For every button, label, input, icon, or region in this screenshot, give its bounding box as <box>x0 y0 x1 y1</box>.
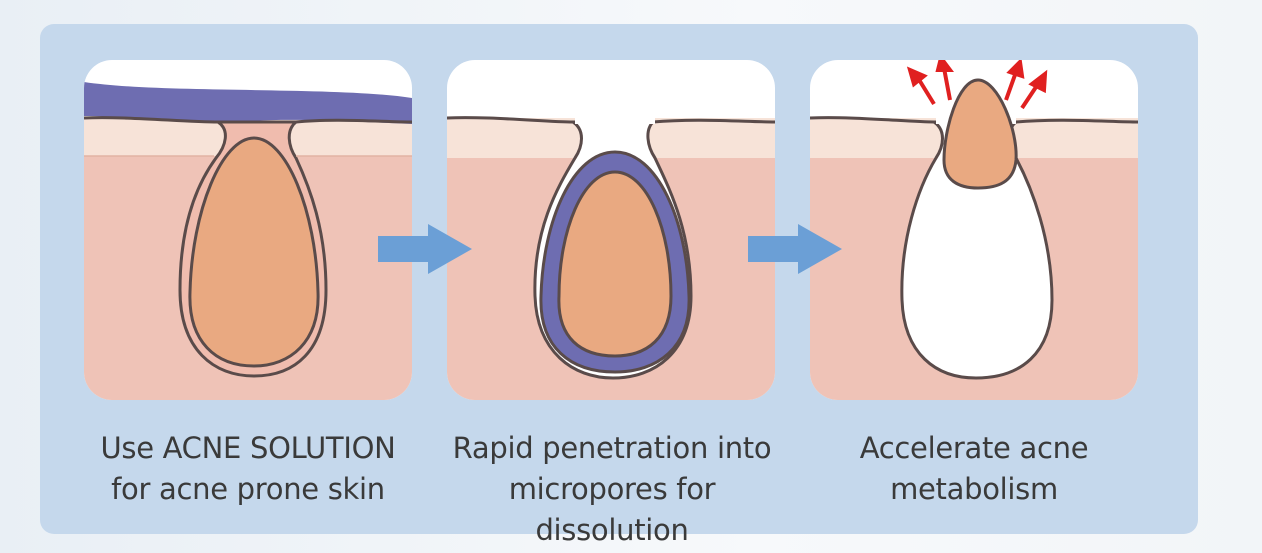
step-3-caption-line2: metabolism <box>890 472 1058 506</box>
step-1-caption-line1: Use ACNE SOLUTION <box>100 431 396 465</box>
step-2-caption-line1: Rapid penetration into <box>452 431 772 465</box>
step-1-illustration <box>84 60 412 400</box>
acne-plug <box>557 170 673 358</box>
follicle <box>900 120 1054 380</box>
step-3-caption: Accelerate acne metabolism <box>794 428 1154 510</box>
step-2-caption: Rapid penetration into micropores for di… <box>432 428 792 551</box>
acne-plug <box>942 78 1018 190</box>
release-arrows <box>906 60 1048 110</box>
right-arrow-icon <box>748 224 842 274</box>
step-1-caption: Use ACNE SOLUTION for acne prone skin <box>68 428 428 510</box>
step-3-illustration <box>810 60 1138 400</box>
step-2-caption-line2: micropores for dissolution <box>508 472 716 547</box>
solution-layer <box>84 82 412 124</box>
right-arrow-icon <box>378 224 472 274</box>
acne-plug <box>188 136 320 368</box>
step-2-illustration <box>447 60 775 400</box>
step-3-caption-line1: Accelerate acne <box>859 431 1089 465</box>
step-1-caption-line2: for acne prone skin <box>111 472 385 506</box>
